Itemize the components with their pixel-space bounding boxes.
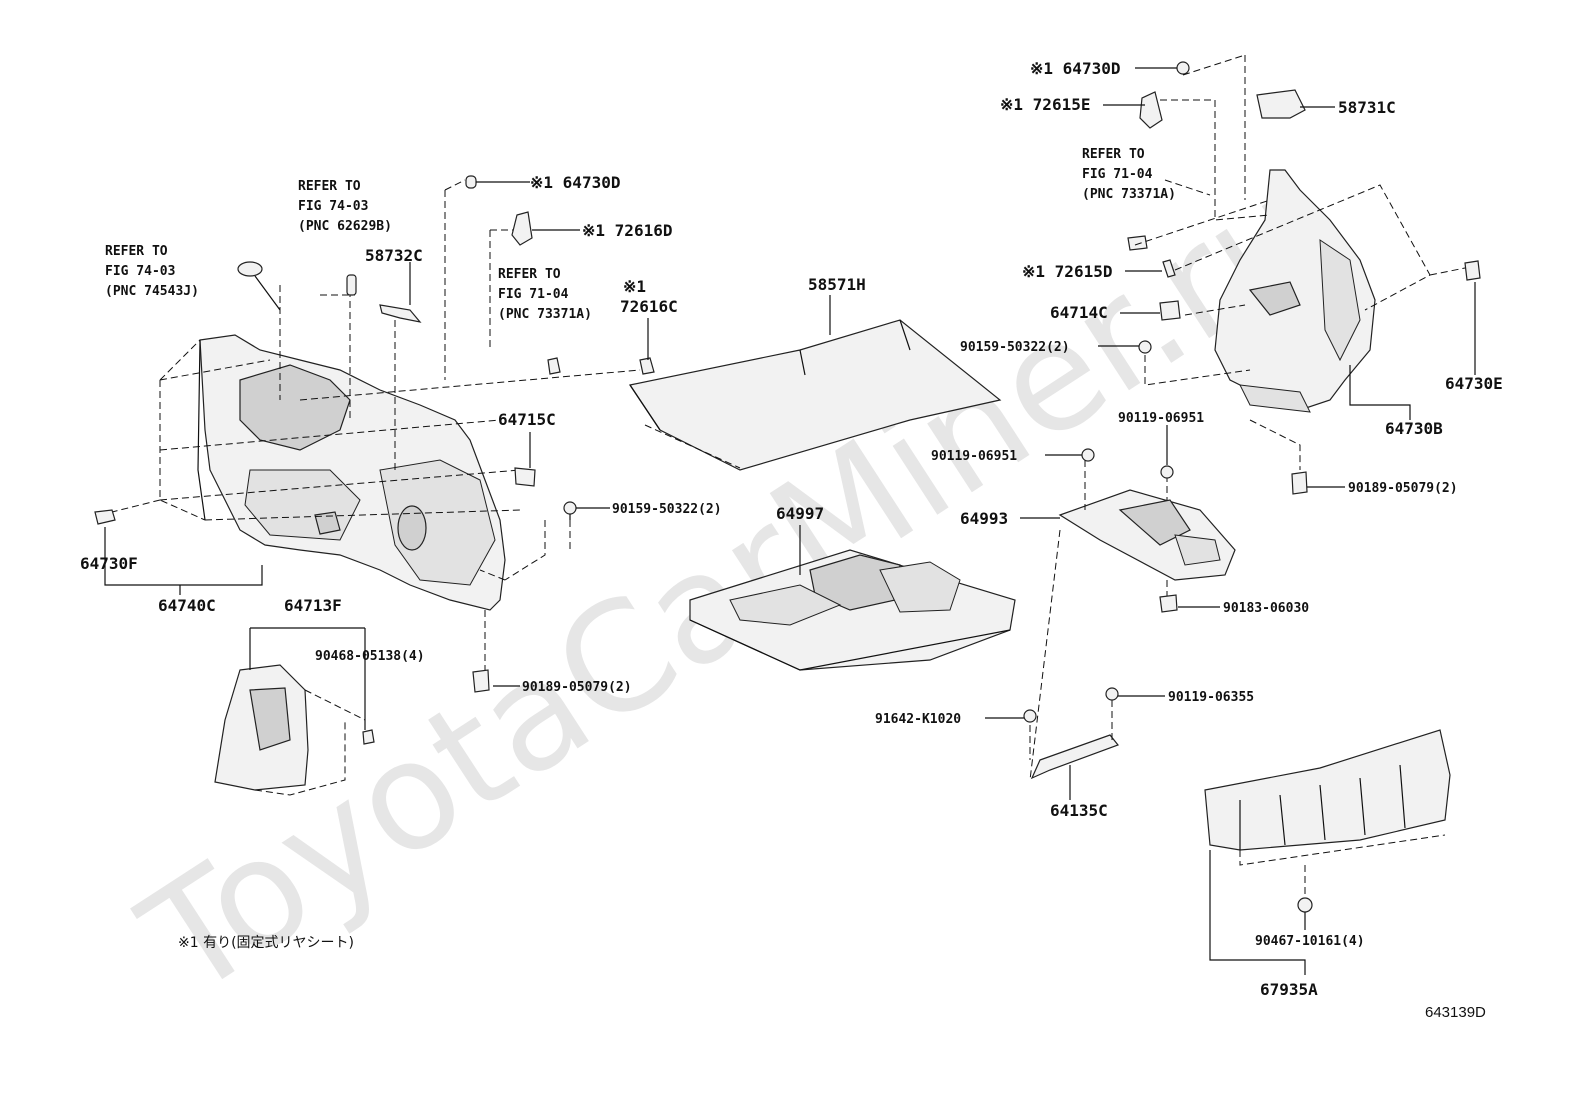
label-64713F: 64713F [284,596,342,615]
bracket-64135C [1023,687,1119,780]
deck-box-64997 [689,549,1016,671]
svg-text:FIG 71-04: FIG 71-04 [1082,167,1153,182]
label-72616D: ※1 72616D [582,221,672,240]
svg-text:FIG 74-03: FIG 74-03 [105,264,175,279]
svg-text:(PNC 74543J): (PNC 74543J) [105,284,199,299]
label-90189-right: 90189-05079(2) [1348,481,1458,496]
svg-text:REFER TO: REFER TO [498,267,561,282]
label-72616C: 72616C [620,297,678,316]
label-58731C: 58731C [1338,98,1396,117]
left-assembly-guides [99,179,641,670]
label-64730D-right: ※1 64730D [1030,59,1120,78]
label-64714C: 64714C [1050,303,1108,322]
reference-note-74543j: REFER TO FIG 74-03 (PNC 74543J) [105,244,199,299]
svg-text:FIG 74-03: FIG 74-03 [298,199,368,214]
label-67935A: 67935A [1260,980,1318,999]
label-90119-06355: 90119-06355 [1168,690,1254,705]
label-90467: 90467-10161(4) [1255,934,1365,949]
svg-text:(PNC 62629B): (PNC 62629B) [298,219,392,234]
label-64715C: 64715C [498,410,556,429]
label-64730D-left: ※1 64730D [530,173,620,192]
label-64135C: 64135C [1050,801,1108,820]
reference-note-73371a-left: REFER TO FIG 71-04 (PNC 73371A) [498,267,592,322]
svg-text:(PNC 73371A): (PNC 73371A) [1082,187,1176,202]
label-90159-left: 90159-50322(2) [612,502,722,517]
svg-text:(PNC 73371A): (PNC 73371A) [498,307,592,322]
label-91642: 91642-K1020 [875,712,961,727]
label-90189-left: 90189-05079(2) [522,680,632,695]
label-64997: 64997 [776,504,824,523]
svg-text:REFER TO: REFER TO [298,179,361,194]
label-64730E: 64730E [1445,374,1503,393]
leader-lines [104,67,1476,975]
label-64730B: 64730B [1385,419,1443,438]
figure-code: 643139D [1425,1004,1486,1021]
label-64730F: 64730F [80,554,138,573]
label-90159-right: 90159-50322(2) [960,340,1070,355]
label-72615D: ※1 72615D [1022,262,1112,281]
label-90119-06951-b: 90119-06951 [931,449,1017,464]
label-90468: 90468-05138(4) [315,649,425,664]
right-assembly-guides [1134,54,1466,470]
label-64993: 64993 [960,509,1008,528]
right-quarter-trim-panel [1127,61,1481,495]
tonneau-board-58571H [629,319,1002,471]
left-small-parts [94,175,655,693]
label-90119-06951-a: 90119-06951 [1118,411,1204,426]
sill-plate-67935A [1204,729,1451,913]
label-58571H: 58571H [808,275,866,294]
footnote: ※1 有り(固定式リヤシート) [178,935,354,951]
label-72615E: ※1 72615E [1000,95,1090,114]
tool-tray-64993 [1029,448,1236,781]
label-64740C: 64740C [158,596,216,615]
label-72616C-mark: ※1 [623,277,646,296]
deck-side-cover-64713F [214,627,375,796]
label-90183: 90183-06030 [1223,601,1309,616]
reference-note-73371a-right: REFER TO FIG 71-04 (PNC 73371A) [1082,147,1176,202]
reference-note-62629b: REFER TO FIG 74-03 (PNC 62629B) [298,179,392,234]
svg-text:REFER TO: REFER TO [1082,147,1145,162]
left-quarter-trim-panel [197,334,506,611]
label-58732C: 58732C [365,246,423,265]
svg-text:FIG 71-04: FIG 71-04 [498,287,569,302]
svg-text:REFER TO: REFER TO [105,244,168,259]
